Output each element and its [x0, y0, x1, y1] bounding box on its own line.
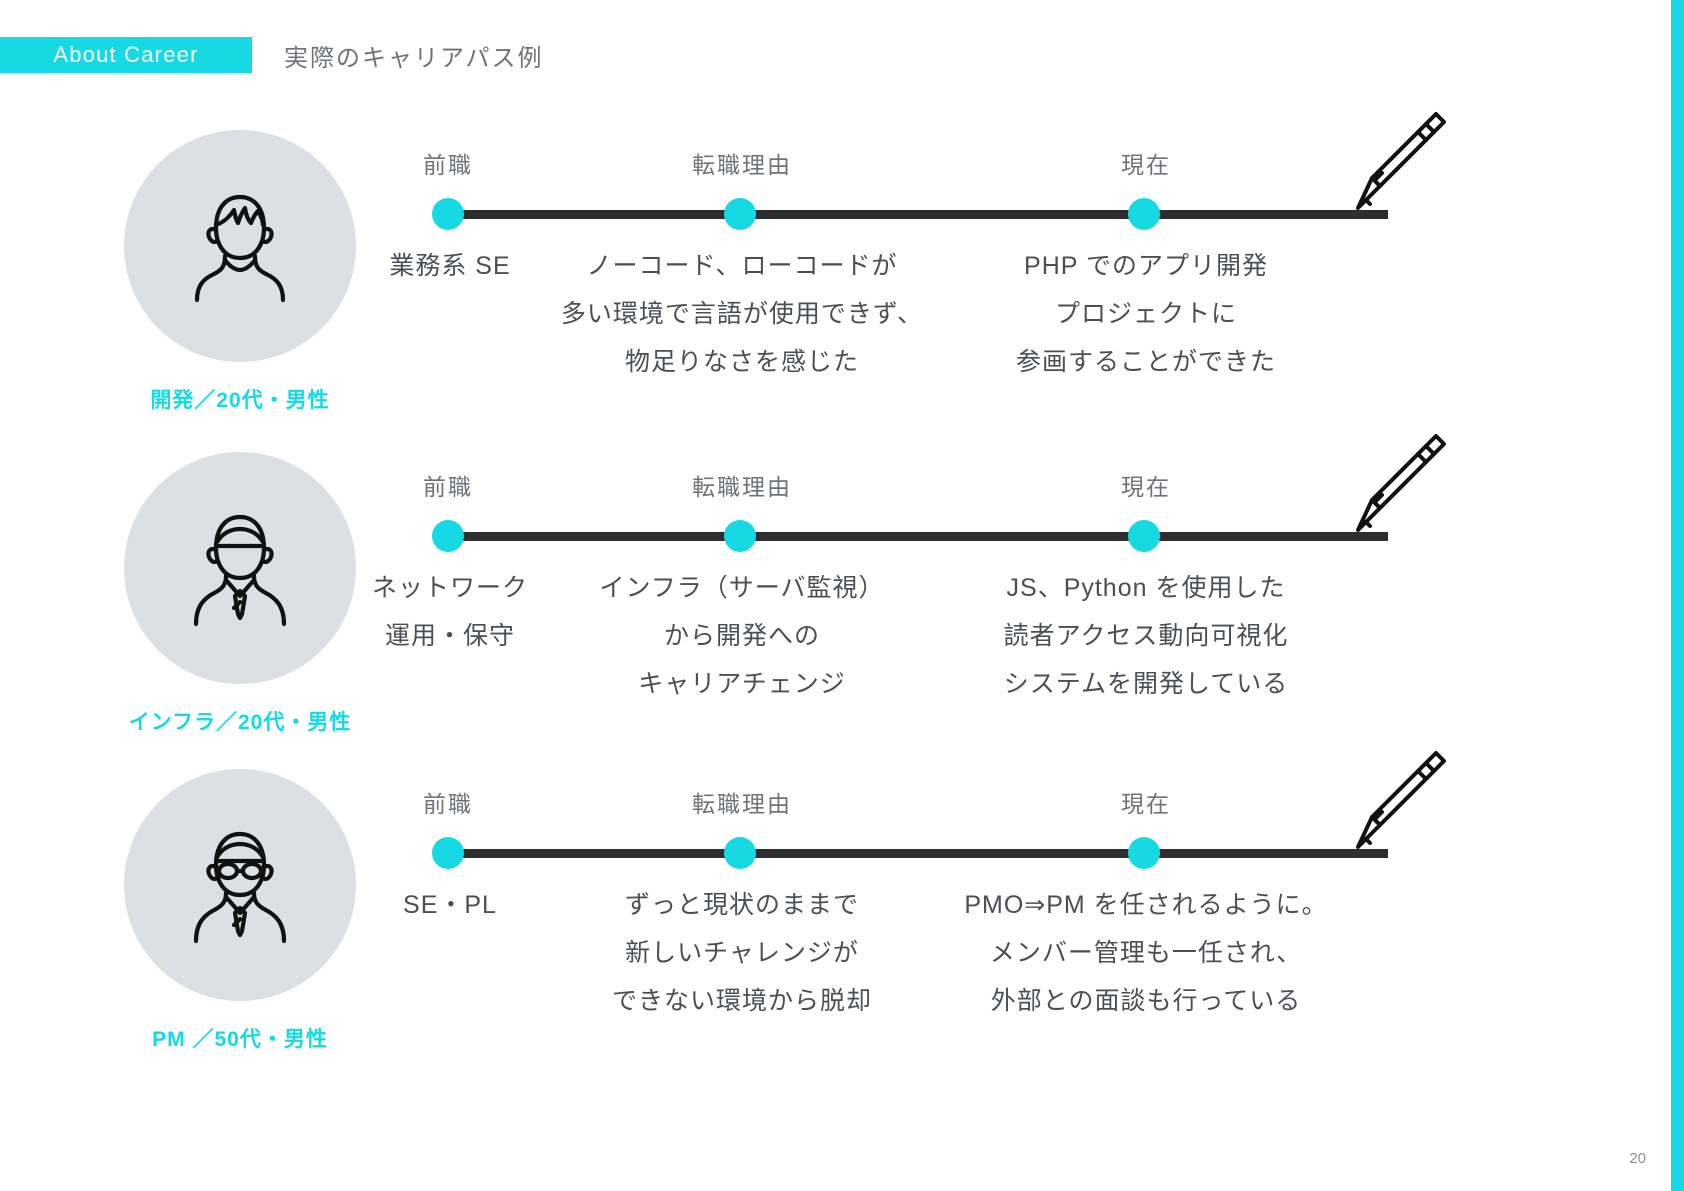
stage-label-reason: 転職理由 [692, 474, 792, 500]
stage-label-previous: 前職 [423, 152, 473, 178]
stage-label-previous: 前職 [423, 791, 473, 817]
person-block: PM ／50代・男性 [124, 769, 356, 1053]
person-label: 開発／20代・男性 [150, 389, 330, 412]
timeline-dot-current [1128, 198, 1160, 230]
stage-text-previous: 業務系 SE [389, 252, 511, 280]
career-timeline: 前職 転職理由 現在 ネットワーク 運用・保守 インフラ（サーバ監視） から開発… [372, 434, 1580, 734]
header-badge: About Career [0, 37, 252, 73]
pen-icon-wrapper [1340, 108, 1450, 218]
timeline-dot-current [1128, 837, 1160, 869]
timeline-line [442, 532, 1388, 541]
person-block: インフラ／20代・男性 [124, 452, 356, 736]
page-title: 実際のキャリアパス例 [284, 44, 544, 72]
timeline-line [442, 210, 1388, 219]
stage-label-reason: 転職理由 [692, 152, 792, 178]
avatar [124, 130, 356, 362]
person-glasses-suit-icon [193, 831, 287, 944]
page-number: 20 [1629, 1150, 1646, 1167]
pen-icon [1356, 112, 1446, 210]
stage-label-current: 現在 [1121, 791, 1171, 817]
timeline-dot-current [1128, 520, 1160, 552]
timeline-dot-reason [724, 198, 756, 230]
person-label: インフラ／20代・男性 [128, 711, 352, 734]
timeline-line [442, 849, 1388, 858]
person-block: 開発／20代・男性 [124, 130, 356, 414]
pen-icon-wrapper [1340, 747, 1450, 857]
stage-text-previous: ネットワーク 運用・保守 [371, 574, 528, 650]
stage-text-current: PHP でのアプリ開発 プロジェクトに 参画することができた [1015, 252, 1276, 376]
pen-icon [1356, 434, 1446, 532]
stage-text-previous: SE・PL [403, 891, 497, 919]
career-timeline: 前職 転職理由 現在 SE・PL ずっと現状のままで 新しいチャレンジが できな… [380, 751, 1580, 1051]
stage-text-reason: インフラ（サーバ監視） から開発への キャリアチェンジ [599, 574, 885, 698]
stage-label-current: 現在 [1121, 474, 1171, 500]
career-timeline: 前職 転職理由 現在 業務系 SE ノーコード、ローコードが 多い環境で言語が使… [380, 112, 1580, 412]
pen-icon [1356, 751, 1446, 849]
timeline-dot-reason [724, 837, 756, 869]
person-suit-tie-icon [193, 514, 287, 627]
stage-label-current: 現在 [1121, 152, 1171, 178]
right-accent-bar [1671, 0, 1684, 1191]
person-label: PM ／50代・男性 [152, 1028, 328, 1051]
timeline-dot-previous [432, 198, 464, 230]
stage-text-reason: ノーコード、ローコードが 多い環境で言語が使用できず、 物足りなさを感じた [560, 252, 924, 376]
pen-icon-wrapper [1340, 430, 1450, 540]
timeline-dot-previous [432, 837, 464, 869]
stage-label-reason: 転職理由 [692, 791, 792, 817]
timeline-dot-reason [724, 520, 756, 552]
avatar [124, 769, 356, 1001]
stage-text-current: JS、Python を使用した 読者アクセス動向可視化 システムを開発している [1003, 574, 1289, 698]
stage-text-reason: ずっと現状のままで 新しいチャレンジが できない環境から脱却 [611, 891, 872, 1015]
slide-header: About Career 実際のキャリアパス例 [0, 37, 544, 73]
stage-label-previous: 前職 [423, 474, 473, 500]
stage-text-current: PMO⇒PM を任されるように。 メンバー管理も一任され、 外部との面談も行って… [964, 891, 1328, 1015]
timeline-dot-previous [432, 520, 464, 552]
person-young-spiky-hair-icon [194, 194, 286, 303]
avatar [124, 452, 356, 684]
